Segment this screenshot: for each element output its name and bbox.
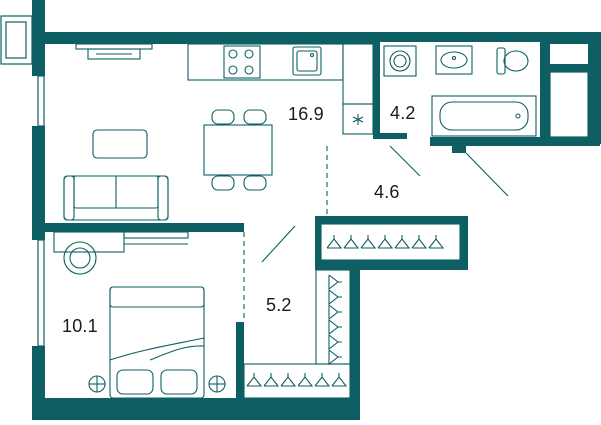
hanger-icon (328, 304, 342, 321)
storage-niche (549, 71, 589, 138)
hanger-icon (328, 274, 342, 366)
hanger-icon (394, 235, 411, 249)
hanger-icon (297, 373, 314, 387)
washbasin-icon (435, 45, 473, 75)
hanger-icon (428, 235, 445, 249)
closet-bottom (243, 363, 351, 399)
hanger-icon (343, 235, 360, 249)
hanger-icon (328, 349, 342, 366)
doors (243, 145, 509, 322)
sofa-icon (63, 175, 169, 221)
washing-machine-icon (383, 45, 417, 77)
room-area-bedroom: 10.1 (62, 316, 98, 336)
hanger-icon (328, 319, 342, 336)
ventilation-icon (342, 103, 374, 135)
balcony (0, 15, 33, 65)
walls (32, 0, 601, 420)
chair-icon (211, 109, 267, 191)
kitchen-counter (187, 43, 374, 105)
bathtub-icon (431, 95, 537, 137)
hanger-icon (411, 235, 428, 249)
hanger-icon (326, 235, 343, 249)
closet-upper (320, 223, 461, 261)
hanger-icon (377, 235, 394, 249)
dining-table-icon (203, 124, 273, 176)
hanger-icon (328, 274, 342, 291)
hanger-icon (326, 235, 445, 249)
room-area-corridor: 5.2 (266, 295, 292, 315)
cooktop-icon (223, 45, 261, 79)
hanger-icon (280, 373, 297, 387)
sink-icon (292, 46, 322, 76)
coffee-table (92, 129, 148, 159)
hanger-icon (246, 373, 348, 387)
toilet-icon (496, 47, 529, 75)
hanger-icon (314, 373, 331, 387)
tv-icon (75, 43, 153, 60)
hanger-icon (328, 334, 342, 351)
bedroom-tv-console (53, 231, 189, 253)
hanger-icon (360, 235, 377, 249)
hanger-icon (263, 373, 280, 387)
double-bed-icon (109, 286, 205, 399)
windows (37, 75, 151, 409)
room-area-hallway: 4.6 (374, 182, 400, 202)
armchair-icon (63, 241, 97, 275)
closet-right (315, 269, 351, 365)
hanger-icon (331, 373, 348, 387)
room-area-kitchen-living: 16.9 (288, 104, 324, 124)
hanger-icon (328, 289, 342, 306)
hanger-icon (246, 373, 263, 387)
room-area-bathroom: 4.2 (390, 103, 416, 123)
bedside-lamp-icon (88, 375, 226, 393)
